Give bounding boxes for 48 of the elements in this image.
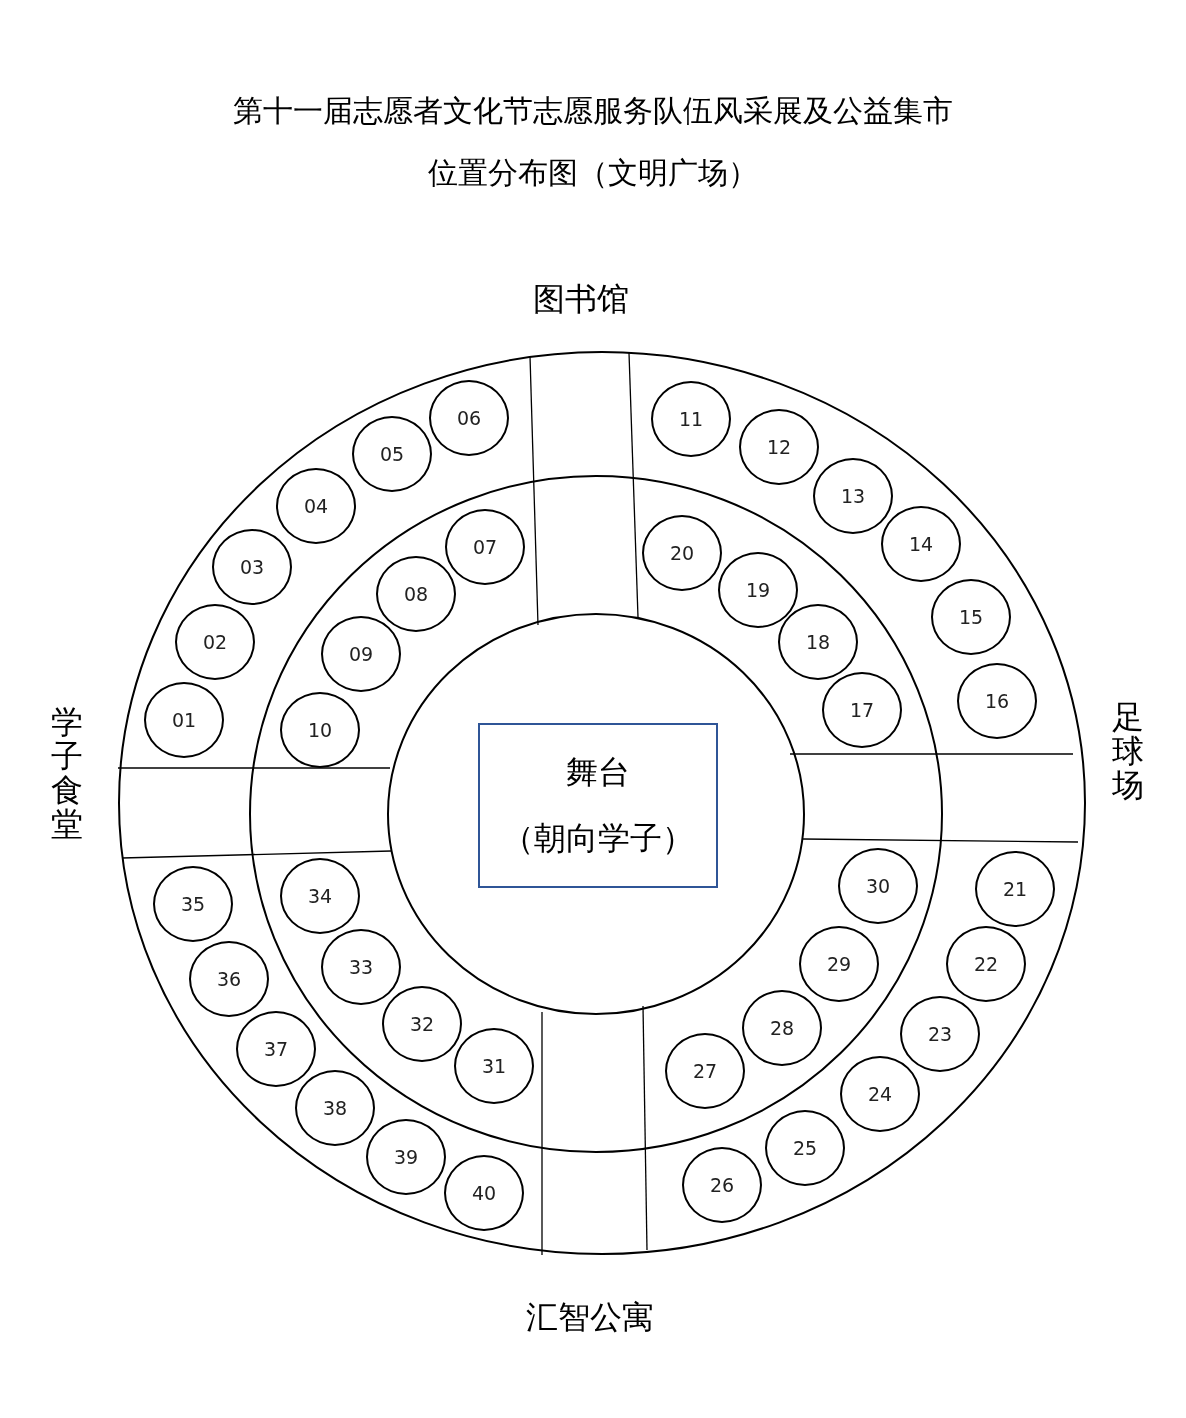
booth-circle: 34 — [280, 858, 360, 934]
place-label: 汇智公寓 — [525, 1297, 655, 1338]
booth-circle: 09 — [321, 616, 401, 692]
booth-circle: 04 — [276, 468, 356, 544]
booth-circle: 10 — [280, 692, 360, 768]
booth-circle: 24 — [840, 1056, 920, 1132]
booth-circle: 19 — [718, 552, 798, 628]
place-label: 足球场 — [1111, 700, 1145, 802]
booth-circle: 23 — [900, 996, 980, 1072]
booth-circle: 25 — [765, 1110, 845, 1186]
booth-circle: 11 — [651, 381, 731, 457]
booth-circle: 27 — [665, 1033, 745, 1109]
stage-note: （朝向学子） — [502, 817, 694, 859]
booth-circle: 03 — [212, 529, 292, 605]
booth-circle: 32 — [382, 986, 462, 1062]
booth-circle: 31 — [454, 1028, 534, 1104]
booth-circle: 14 — [881, 506, 961, 582]
booth-circle: 20 — [642, 515, 722, 591]
booth-circle: 30 — [838, 848, 918, 924]
booth-circle: 18 — [778, 604, 858, 680]
booth-circle: 13 — [813, 458, 893, 534]
booth-circle: 16 — [957, 663, 1037, 739]
booth-circle: 01 — [144, 682, 224, 758]
booth-circle: 08 — [376, 556, 456, 632]
booth-circle: 07 — [445, 509, 525, 585]
booth-circle: 29 — [799, 926, 879, 1002]
booth-circle: 28 — [742, 990, 822, 1066]
booth-circle: 15 — [931, 579, 1011, 655]
booth-circle: 05 — [352, 416, 432, 492]
booth-circle: 06 — [429, 380, 509, 456]
place-label: 图书馆 — [532, 279, 630, 320]
booth-circle: 22 — [946, 926, 1026, 1002]
booth-circle: 17 — [822, 672, 902, 748]
booth-circle: 36 — [189, 941, 269, 1017]
booth-circle: 35 — [153, 866, 233, 942]
place-label: 学子食堂 — [50, 705, 84, 841]
booth-circle: 33 — [321, 929, 401, 1005]
booth-circle: 37 — [236, 1011, 316, 1087]
booth-circle: 40 — [444, 1155, 524, 1231]
stage-box — [478, 723, 718, 888]
booth-circle: 38 — [295, 1070, 375, 1146]
stage-name: 舞台 — [566, 751, 630, 793]
page-title: 第十一届志愿者文化节志愿服务队伍风采展及公益集市位置分布图（文明广场） — [232, 92, 954, 192]
booth-circle: 12 — [739, 409, 819, 485]
booth-circle: 02 — [175, 604, 255, 680]
booth-circle: 21 — [975, 851, 1055, 927]
booth-circle: 26 — [682, 1147, 762, 1223]
booth-circle: 39 — [366, 1119, 446, 1195]
